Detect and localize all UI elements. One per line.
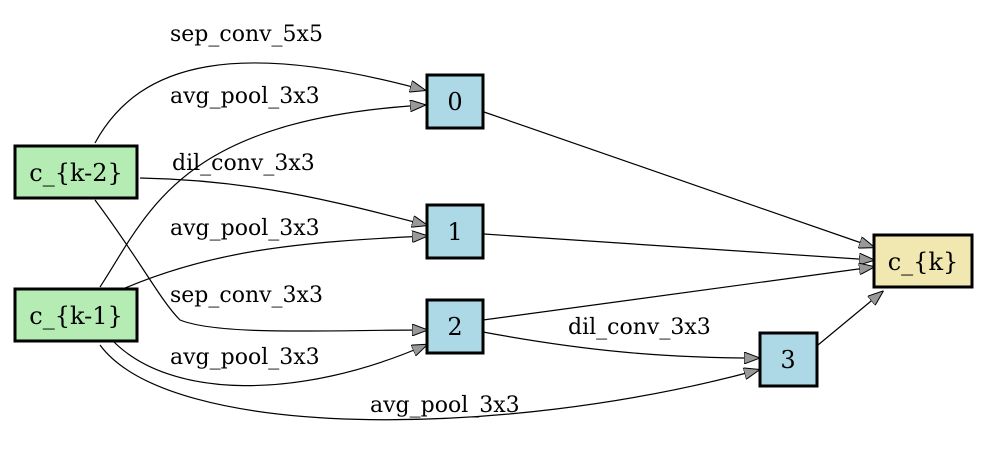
edge-label-ck2-2: sep_conv_3x3 bbox=[170, 283, 323, 308]
node-c-k: c_{k} bbox=[872, 233, 974, 289]
node-0: 0 bbox=[425, 73, 485, 130]
edge-ck2-to-0 bbox=[94, 62, 424, 144]
edge-label-ck2-1: dil_conv_3x3 bbox=[172, 151, 315, 176]
node-2-label: 2 bbox=[447, 313, 462, 341]
node-3-label: 3 bbox=[780, 346, 795, 374]
edge-label-ck1-2: avg_pool_3x3 bbox=[170, 345, 320, 370]
edge-ck1-to-1 bbox=[115, 236, 426, 293]
node-c-k-1-label: c_{k-1} bbox=[29, 302, 122, 330]
edge-ck1-to-3 bbox=[99, 344, 758, 421]
edge-ck2-to-2 bbox=[94, 199, 426, 331]
edge-label-ck1-1: avg_pool_3x3 bbox=[170, 216, 320, 241]
node-1-box bbox=[425, 203, 485, 260]
edge-label-ck2-0: sep_conv_5x5 bbox=[170, 22, 323, 47]
node-2: 2 bbox=[425, 298, 485, 355]
edge-ck1-to-2 bbox=[111, 339, 426, 387]
node-0-box bbox=[425, 73, 485, 130]
edge-label-ck1-3: avg_pool_3x3 bbox=[370, 393, 520, 418]
edge-ck2-to-1 bbox=[139, 177, 426, 225]
node-3-box bbox=[758, 331, 819, 388]
node-3: 3 bbox=[758, 331, 819, 388]
node-c-k-2: c_{k-2} bbox=[13, 144, 139, 200]
node-c-k-label: c_{k} bbox=[888, 248, 959, 276]
node-1-label: 1 bbox=[447, 218, 462, 246]
node-1: 1 bbox=[425, 203, 485, 260]
node-c-k-1-box bbox=[13, 287, 139, 343]
node-c-k-2-label: c_{k-2} bbox=[29, 159, 122, 187]
edge-3-to-ck bbox=[817, 292, 882, 346]
node-c-k-box bbox=[872, 233, 974, 289]
node-2-box bbox=[425, 298, 485, 355]
edge-label-2-3: dil_conv_3x3 bbox=[568, 315, 711, 340]
node-0-label: 0 bbox=[447, 88, 462, 116]
edge-ck1-to-0 bbox=[99, 105, 424, 288]
edge-2-to-3 bbox=[482, 331, 758, 358]
node-c-k-1: c_{k-1} bbox=[13, 287, 139, 343]
edge-1-to-ck bbox=[483, 233, 873, 260]
edge-label-ck1-0: avg_pool_3x3 bbox=[170, 84, 320, 109]
edge-0-to-ck bbox=[483, 111, 873, 247]
node-c-k-2-box bbox=[13, 144, 139, 200]
edge-2-to-ck bbox=[482, 267, 873, 321]
